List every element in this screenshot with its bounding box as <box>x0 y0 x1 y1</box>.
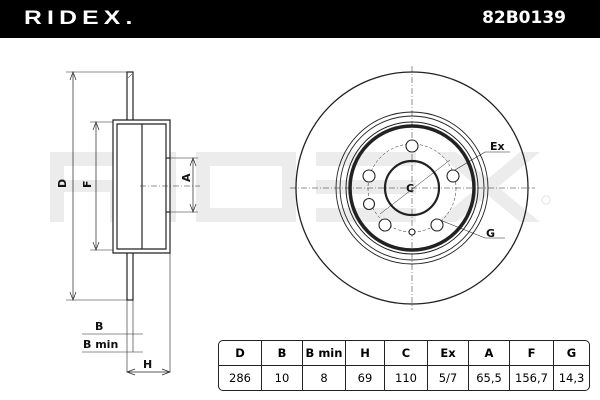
brake-disc-drawing: D F A B B min H C Ex G <box>50 66 551 376</box>
spec-header-row: D B B min H C Ex A F G <box>219 341 589 366</box>
label-A: A <box>180 173 193 182</box>
spec-header: D <box>219 341 262 366</box>
label-F: F <box>81 180 94 188</box>
header-bar: RIDEX. 82B0139 <box>0 0 600 38</box>
front-view <box>290 66 535 310</box>
label-H: H <box>143 358 152 371</box>
spec-value-row: 286 10 8 69 110 5/7 65,5 156,7 14,3 <box>219 366 589 390</box>
spec-value: 110 <box>385 366 428 390</box>
spec-value: 14,3 <box>558 371 585 385</box>
spec-value: 10 <box>262 366 303 390</box>
spec-header: A <box>469 341 510 366</box>
spec-header: G <box>554 341 589 366</box>
spec-value: 8 <box>303 366 346 390</box>
spec-value: 5/7 <box>428 366 469 390</box>
spec-header: B min <box>303 341 346 366</box>
spec-header: B <box>262 341 303 366</box>
label-Ex: Ex <box>490 140 505 153</box>
label-B-min: B min <box>83 338 118 351</box>
spec-value: 286 <box>219 366 262 390</box>
spec-header: C <box>385 341 428 366</box>
label-D: D <box>56 179 69 188</box>
spec-value: 69 <box>346 366 385 390</box>
spec-table: D B B min H C Ex A F G 286 10 8 69 110 5… <box>218 340 590 391</box>
label-G: G <box>486 227 495 240</box>
spec-header: H <box>346 341 385 366</box>
label-B: B <box>95 320 103 333</box>
brand-logo: RIDEX. <box>24 8 138 29</box>
side-view <box>66 71 200 376</box>
spec-header: Ex <box>428 341 469 366</box>
label-C: C <box>406 182 414 195</box>
spec-value: 65,5 <box>469 366 510 390</box>
part-number: 82B0139 <box>482 8 566 28</box>
spec-header: F <box>510 341 554 366</box>
spec-value: 156,7 <box>510 366 554 390</box>
